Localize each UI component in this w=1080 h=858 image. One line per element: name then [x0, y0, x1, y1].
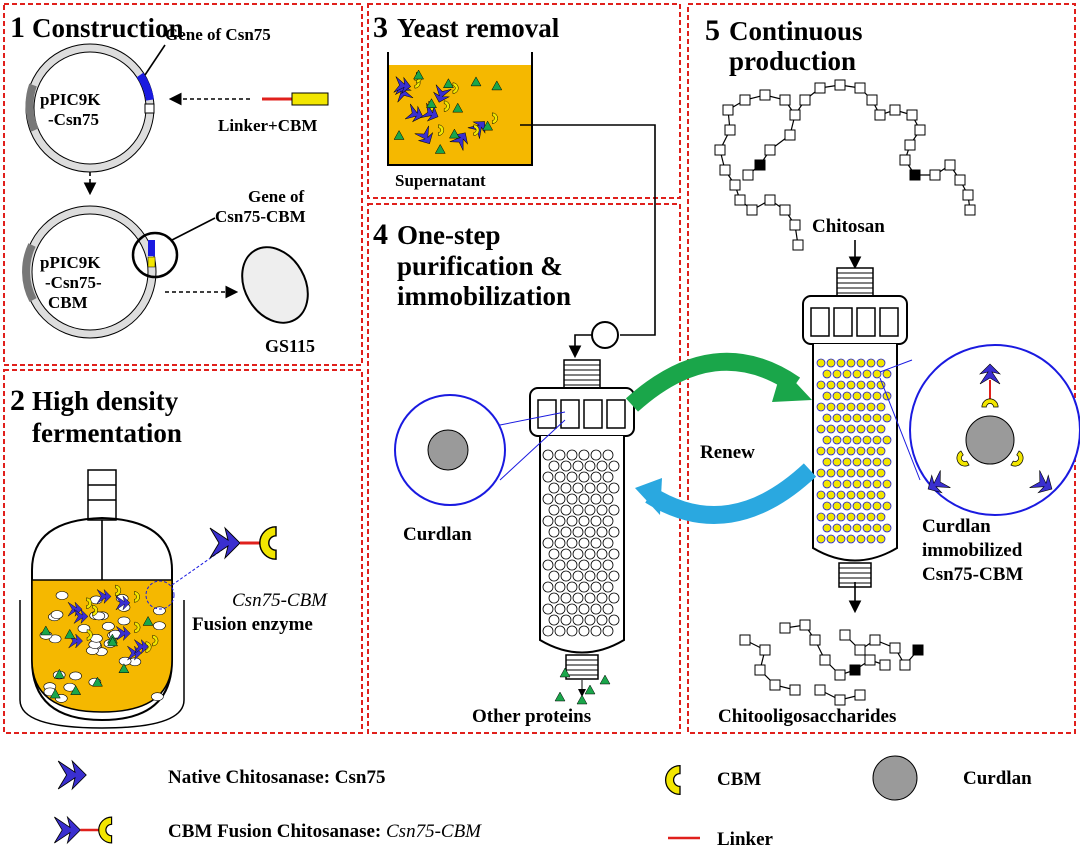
legend-curdlan: Curdlan	[963, 768, 1032, 789]
other-proteins-label: Other proteins	[472, 706, 591, 727]
legend-fusion: CBM Fusion Chitosanase: Csn75-CBM	[168, 821, 482, 842]
pump-icon	[591, 321, 619, 349]
feed-line	[568, 334, 592, 359]
native-enzyme-icon	[57, 760, 87, 790]
panel-5-title: production	[729, 46, 856, 76]
panel-construction	[3, 3, 363, 366]
panel-3-number: 3	[373, 11, 388, 44]
panel-1-number: 1	[10, 11, 25, 44]
gene2-label: Csn75-CBM	[215, 207, 306, 226]
panel-1-title: Construction	[32, 13, 184, 43]
cbm-gene-shape	[291, 92, 329, 106]
legend-cbm: CBM	[717, 769, 761, 790]
chitooligosaccharides-fragments	[739, 619, 924, 706]
gene-pointer	[144, 44, 166, 76]
zoom-circle	[145, 580, 175, 610]
blue-arrow	[645, 463, 817, 524]
panel-fermentation	[3, 369, 363, 734]
curdlan-icon	[872, 755, 918, 801]
chitosan-label: Chitosan	[812, 216, 885, 237]
fusion-name: Csn75-CBM	[232, 590, 328, 611]
fermenter	[19, 469, 185, 729]
chitosan-chain	[714, 79, 976, 251]
plasmid1-label: -Csn75	[48, 110, 99, 129]
immobilized-column	[802, 267, 908, 588]
renew-label: Renew	[700, 442, 755, 463]
curdlan-bead	[427, 429, 469, 471]
panel-purification	[367, 203, 681, 734]
curdlan-label: Curdlan	[403, 524, 472, 545]
panel-4-number: 4	[373, 218, 388, 251]
beaker	[387, 52, 533, 166]
cbm-icon	[664, 764, 681, 796]
gene2-pointer	[171, 217, 216, 241]
zoom-pointer	[499, 419, 566, 481]
host-label: GS115	[265, 336, 315, 356]
green-arrow	[625, 352, 801, 412]
other-proteins-shapes	[554, 667, 611, 705]
zoom-pointer	[499, 411, 566, 426]
plasmid2-label: CBM	[48, 293, 88, 312]
supernatant-label: Supernatant	[395, 171, 486, 190]
plasmid2-label: -Csn75-	[45, 273, 102, 292]
green-arrowhead	[772, 368, 812, 402]
zoom-pointer	[879, 377, 921, 481]
plasmid-pPIC9K-Csn75	[25, 43, 155, 173]
legend-linker: Linker	[717, 829, 774, 850]
product-label: Chitooligosaccharides	[718, 706, 896, 727]
zoom-pointer	[879, 359, 913, 373]
linker-cbm-label: Linker+CBM	[218, 116, 317, 135]
immobilized-label: Csn75-CBM	[922, 564, 1023, 585]
fusion-enzyme-shape	[209, 526, 277, 560]
immobilized-label: Curdlan	[922, 516, 991, 537]
panel-5-number: 5	[705, 14, 720, 47]
panel-4-title: immobilization	[397, 281, 571, 311]
panel-5-title: Continuous	[729, 16, 863, 46]
panel-4-title: One-step	[397, 220, 501, 250]
plasmid-pPIC9K-Csn75-CBM	[22, 205, 179, 339]
panel-2-title: High density	[32, 386, 179, 416]
plasmid1-label: pPIC9K	[40, 90, 101, 109]
immobilized-label: immobilized	[922, 540, 1023, 561]
gene-label: Gene of Csn75	[165, 25, 271, 44]
yeast-cell-gs115	[241, 246, 309, 324]
fusion-enzyme-icon	[54, 816, 113, 844]
blue-arrowhead	[635, 478, 662, 515]
panel-yeast-removal	[367, 3, 681, 199]
transfer-line	[520, 124, 656, 336]
panel-2-title: fermentation	[32, 418, 182, 448]
legend: Native Chitosanase: Csn75 CBM Fusion Chi…	[54, 755, 1032, 850]
panel-2-number: 2	[10, 384, 25, 417]
gene2-label: Gene of	[248, 187, 305, 206]
legend-native: Native Chitosanase: Csn75	[168, 767, 385, 788]
plasmid2-label: pPIC9K	[40, 253, 101, 272]
panel-4-title: purification &	[397, 251, 563, 281]
curdlan-bead	[965, 415, 1015, 465]
bound-enzymes	[922, 363, 1058, 498]
purification-column	[529, 359, 635, 680]
panel-3-title: Yeast removal	[397, 13, 560, 43]
fusion-label: Fusion enzyme	[192, 614, 313, 635]
